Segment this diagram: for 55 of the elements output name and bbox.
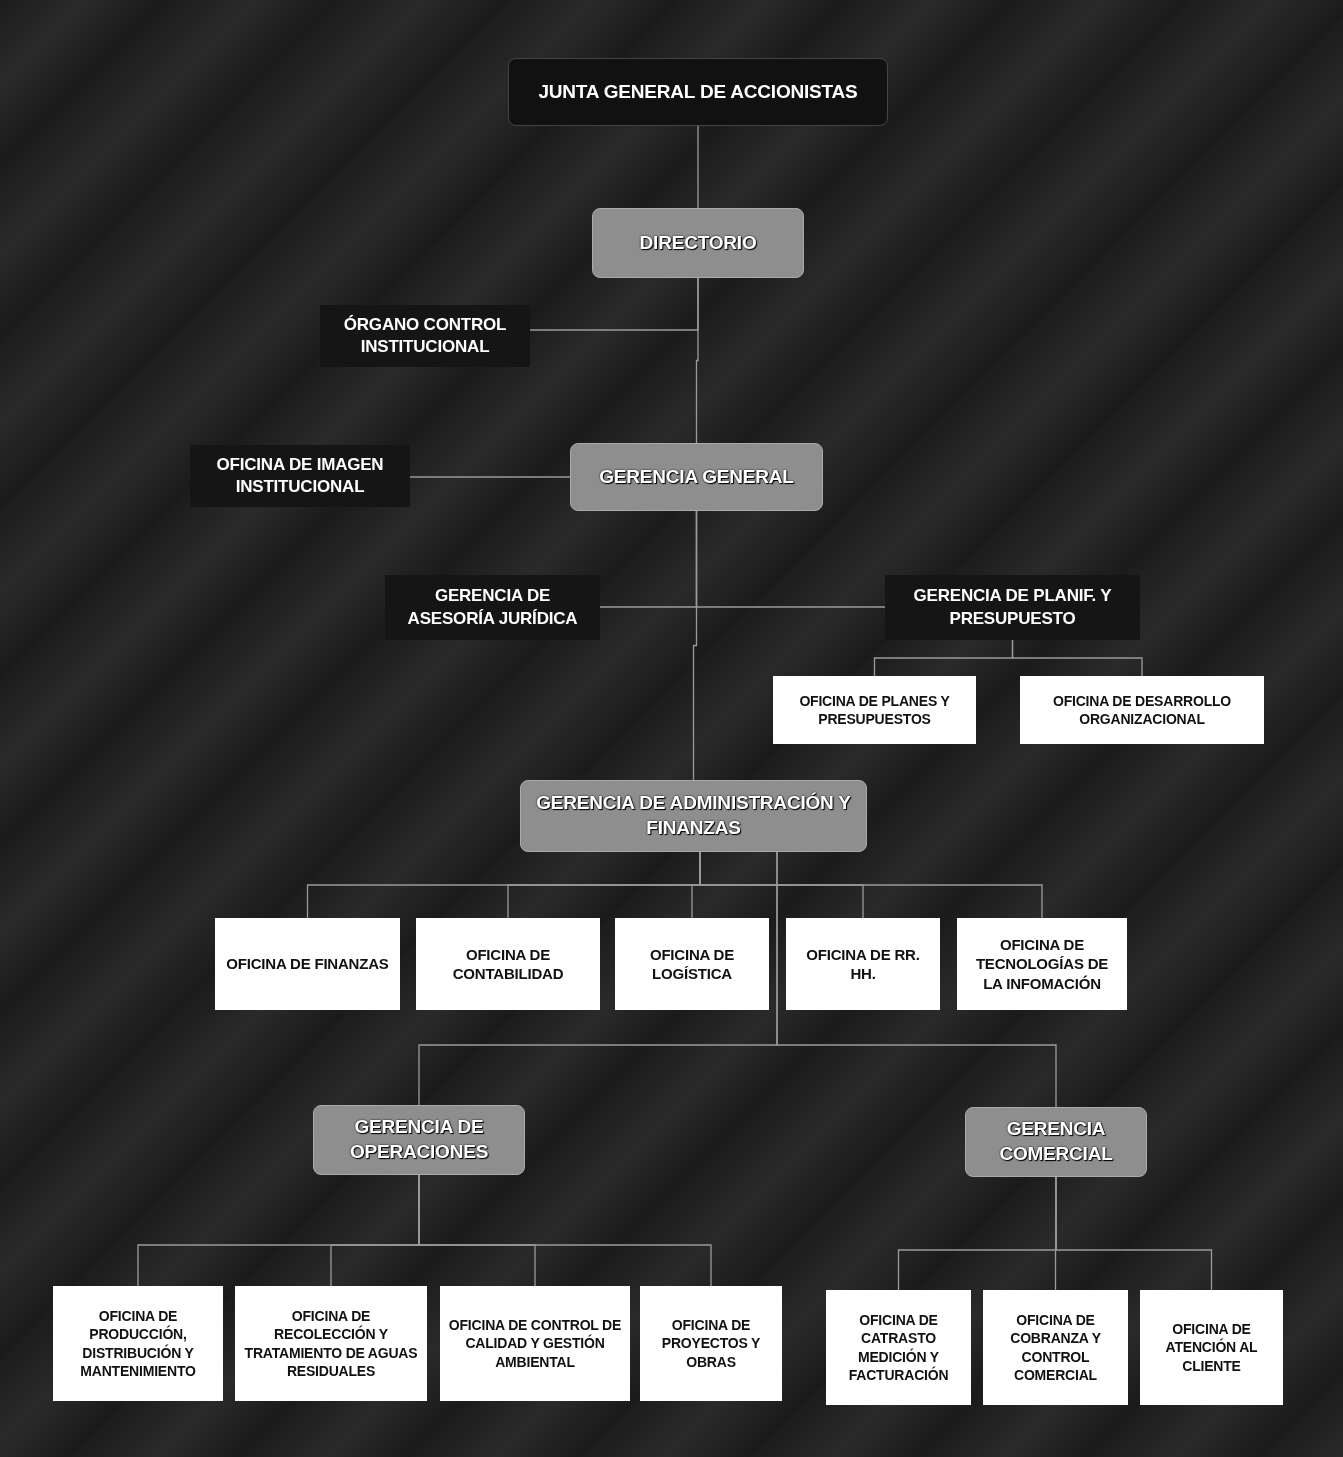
- node-label: OFICINA DE ATENCIÓN AL CLIENTE: [1164, 1320, 1259, 1375]
- unit-label-box: [320, 305, 530, 367]
- node-label: OFICINA DE COBRANZA Y CONTROL COMERCIAL: [1009, 1311, 1102, 1384]
- node-label: OFICINA DE CONTABILIDAD: [451, 944, 565, 984]
- node-label: OFICINA DE FINANZAS: [226, 954, 389, 974]
- node-label: OFICINA DE TECNOLOGÍAS DE LA INFOMACIÓN: [974, 934, 1110, 994]
- node-label: DIRECTORIO: [639, 230, 757, 255]
- connector-line: [409, 476, 571, 478]
- node-label: GERENCIA DE PLANIF. Y PRESUPUESTO: [912, 585, 1113, 630]
- node-label: OFICINA DE CATRASTO MEDICIÓN Y FACTURACIÓN: [847, 1311, 950, 1384]
- node-label: OFICINA DE RECOLECCIÓN Y TRATAMIENTO DE AGUAS RESIDUALES: [243, 1307, 419, 1380]
- management-box: [570, 443, 823, 511]
- node-label: OFICINA DE IMAGEN INSTITUCIONAL: [215, 453, 385, 498]
- unit-label-box: [385, 575, 600, 640]
- office-box: [440, 1286, 630, 1401]
- management-box: [313, 1105, 525, 1175]
- node-label: OFICINA DE RR. HH.: [805, 944, 921, 984]
- node-label: GERENCIA DE ADMINISTRACIÓN Y FINANZAS: [535, 791, 852, 840]
- management-box: [965, 1107, 1147, 1177]
- node-label: OFICINA DE LOGÍSTICA: [648, 944, 736, 984]
- office-box: [983, 1290, 1128, 1405]
- connector-line: [776, 851, 1057, 1108]
- office-box: [215, 918, 400, 1010]
- office-box: [615, 918, 769, 1010]
- connector-line: [1011, 639, 1143, 677]
- management-box: [520, 780, 867, 852]
- node-label: ÓRGANO CONTROL INSTITUCIONAL: [342, 313, 508, 358]
- office-box: [640, 1286, 782, 1401]
- unit-label-box: [190, 445, 410, 507]
- connector-line: [1055, 1176, 1213, 1291]
- connector-line: [695, 277, 699, 444]
- node-label: GERENCIA DE OPERACIONES: [348, 1115, 490, 1164]
- office-box: [1020, 676, 1264, 744]
- office-box: [235, 1286, 427, 1401]
- node-label: OFICINA DE PRODUCCIÓN, DISTRIBUCIÓN Y MANTENIMIENTO: [79, 1307, 197, 1380]
- connector-line: [697, 125, 699, 209]
- node-label: OFICINA DE PLANES Y PRESUPUESTOS: [798, 691, 951, 729]
- office-box: [786, 918, 940, 1010]
- node-label: OFICINA DE DESARROLLO ORGANIZACIONAL: [1051, 691, 1233, 729]
- unit-label-box: [885, 575, 1140, 640]
- node-label: GERENCIA COMERCIAL: [998, 1117, 1114, 1166]
- title-box: [508, 58, 888, 126]
- office-box: [773, 676, 976, 744]
- node-label: JUNTA GENERAL DE ACCIONISTAS: [538, 79, 858, 104]
- management-box: [592, 208, 804, 278]
- node-label: GERENCIA DE ASESORÍA JURÍDICA: [406, 585, 579, 630]
- node-label: OFICINA DE PROYECTOS Y OBRAS: [660, 1316, 762, 1371]
- office-box: [957, 918, 1127, 1010]
- office-box: [1140, 1290, 1283, 1405]
- node-label: OFICINA DE CONTROL DE CALIDAD Y GESTIÓN AMBIENTAL: [448, 1316, 622, 1371]
- office-box: [53, 1286, 223, 1401]
- office-box: [416, 918, 600, 1010]
- connector-line: [692, 510, 698, 781]
- node-label: GERENCIA GENERAL: [599, 464, 794, 489]
- office-box: [826, 1290, 971, 1405]
